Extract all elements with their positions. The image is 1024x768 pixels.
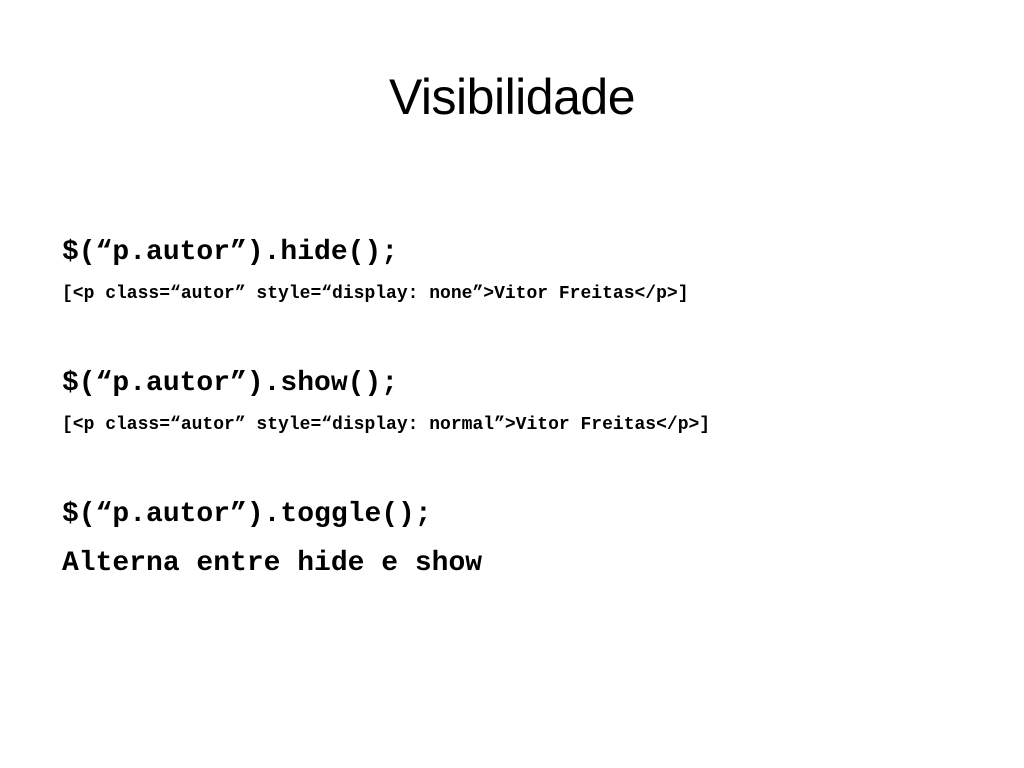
code-show-call: $(“p.autor”).show(); [62,368,399,399]
toggle-description: Alterna entre hide e show [62,548,483,579]
code-hide-call: $(“p.autor”).hide(); [62,237,399,268]
code-hide-result: [<p class=“autor” style=“display: none”>… [62,284,689,304]
code-show-result: [<p class=“autor” style=“display: normal… [62,415,711,435]
slide-title: Visibilidade [388,69,636,125]
code-toggle-call: $(“p.autor”).toggle(); [62,499,432,530]
